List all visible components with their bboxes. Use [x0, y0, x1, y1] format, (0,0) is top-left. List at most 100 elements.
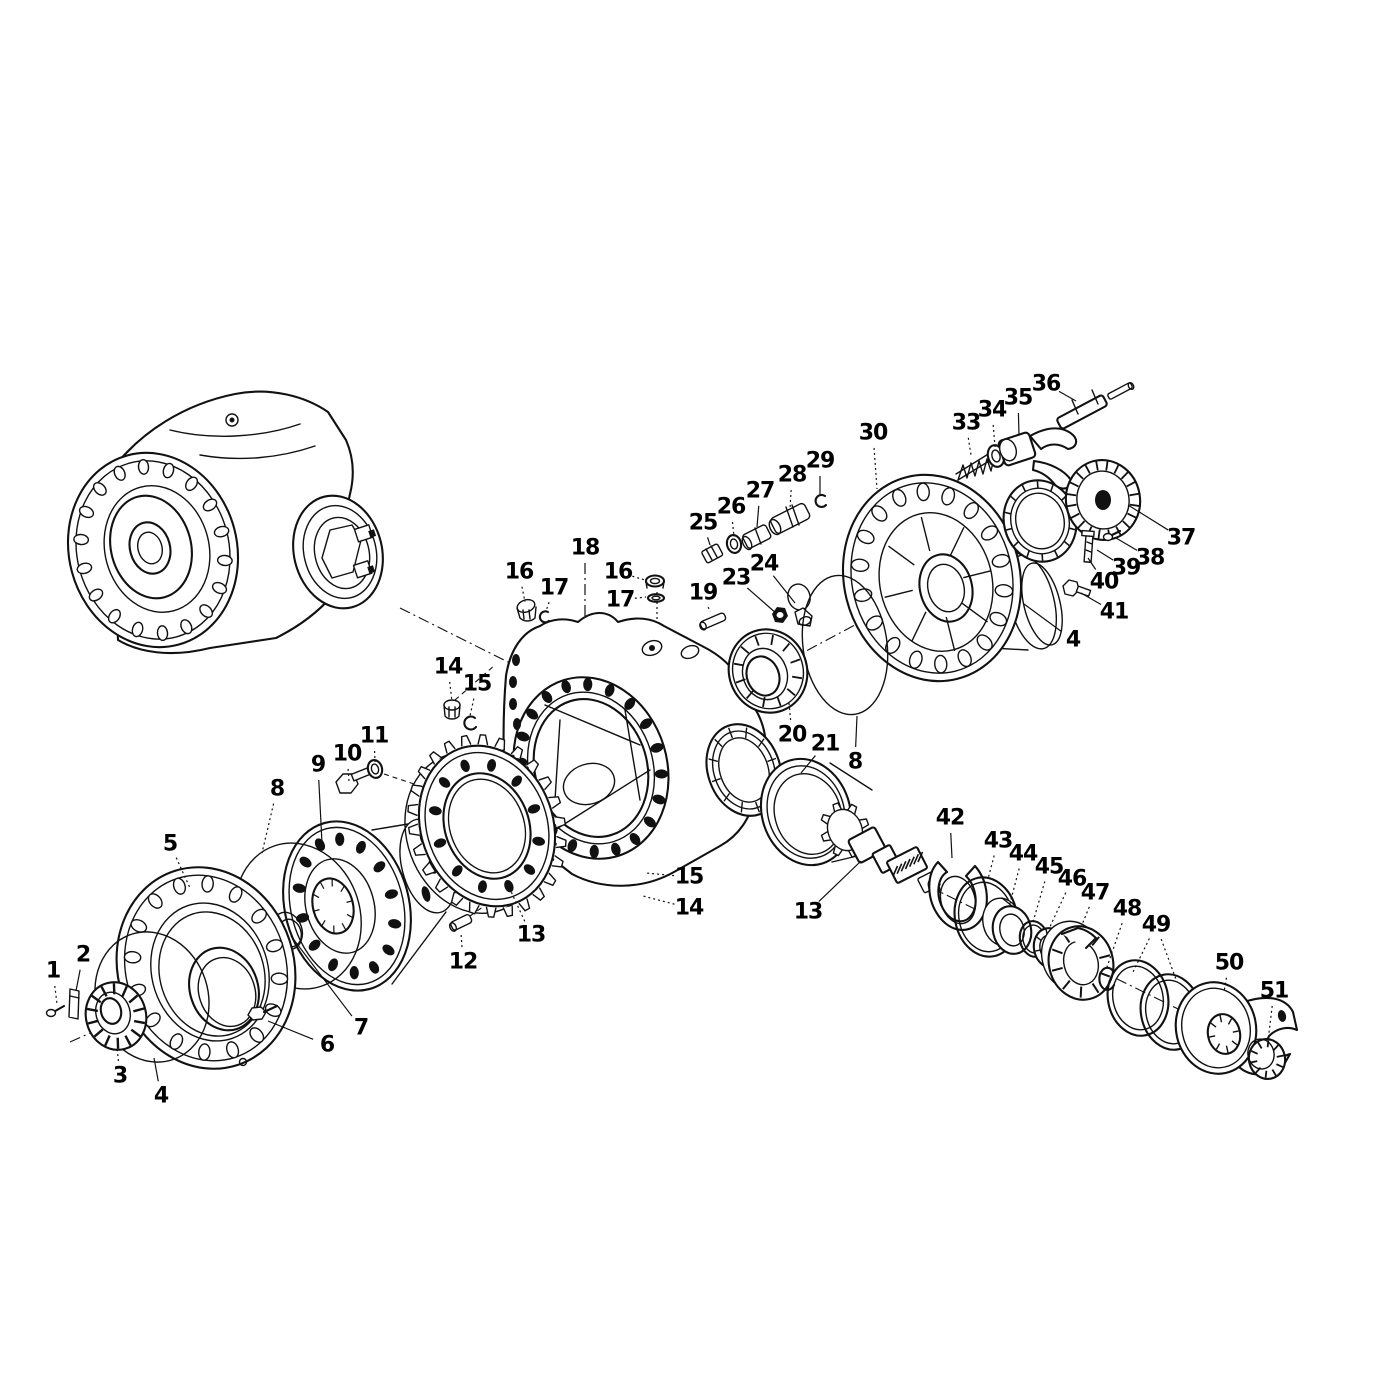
leader-16b: [632, 576, 645, 580]
bearing3-rollers: [87, 983, 145, 1048]
leader-24: [773, 576, 795, 603]
part-26-ring: [725, 534, 742, 555]
callout-46: 46: [1057, 866, 1088, 892]
hub-bolt-holes: [851, 483, 1013, 673]
callout-17: 17: [539, 575, 570, 601]
callout-28: 28: [777, 462, 808, 488]
callout-51: 51: [1259, 978, 1290, 1004]
crown-bolt-holes: [429, 759, 545, 893]
callout-26: 26: [716, 494, 747, 520]
part-24-pivot: [785, 582, 813, 627]
leader-46: [1049, 893, 1066, 929]
part-29-clip: [816, 495, 826, 507]
callout-4b: 4: [1065, 627, 1081, 653]
part-35-shift-fork: [997, 428, 1076, 488]
part-39-40-pin: [1082, 531, 1094, 563]
leader-1: [55, 986, 57, 1004]
callout-14: 14: [433, 654, 464, 680]
callout-18: 18: [570, 535, 601, 561]
callout-8: 8: [269, 776, 285, 802]
part-36-fork-shaft: [1056, 382, 1135, 430]
leader-4: [154, 1058, 158, 1081]
leader-19: [708, 607, 710, 612]
leader-44: [1009, 869, 1019, 907]
leader-17b: [635, 597, 646, 598]
part-6-bolt: [248, 1006, 277, 1020]
leader-40: [1088, 558, 1096, 570]
leader-23: [747, 588, 777, 614]
leader-21: [801, 756, 815, 773]
callout-10: 10: [332, 741, 363, 767]
callout-43: 43: [983, 828, 1014, 854]
callout-7: 7: [353, 1015, 369, 1041]
part-25-detent: [701, 543, 723, 563]
callout-48: 48: [1112, 896, 1143, 922]
leader-37: [1128, 505, 1168, 530]
part-1-screw: [47, 1006, 65, 1017]
callout-8b: 8: [847, 749, 863, 775]
leader-13b: [819, 861, 861, 902]
callout-50: 50: [1214, 950, 1245, 976]
leader-35: [1018, 413, 1019, 435]
callout-29: 29: [805, 448, 836, 474]
callout-24: 24: [749, 551, 780, 577]
leader-49: [1133, 938, 1149, 972]
part-12-pin: [448, 914, 472, 933]
leader-8: [262, 804, 274, 853]
leader-5: [176, 858, 190, 888]
callout-3: 3: [112, 1063, 128, 1089]
leader-15: [470, 699, 474, 716]
carrier-spline-ticks: [313, 879, 353, 934]
callout-13: 13: [516, 922, 547, 948]
leader-8b: [856, 716, 857, 747]
part-17-clip-left: [540, 611, 549, 622]
part-33-spring: [956, 453, 994, 480]
leader-47: [1081, 907, 1089, 927]
callout-19: 19: [688, 580, 719, 606]
callout-4: 4: [153, 1083, 169, 1109]
callout-30: 30: [858, 420, 889, 446]
leader-4b: [1024, 604, 1061, 631]
part-17-ring-top: [648, 594, 664, 602]
leader-17: [546, 602, 549, 611]
leader-43: [988, 856, 994, 879]
part-38-bolt: [1104, 531, 1121, 541]
hub-spokes: [885, 517, 992, 651]
part-8-oring-right: [794, 570, 897, 720]
callout-15b: 15: [674, 864, 705, 890]
leader-39: [1097, 550, 1113, 560]
crown-teeth: [408, 735, 566, 917]
callout-47: 47: [1080, 880, 1111, 906]
leader-14: [450, 682, 452, 702]
part-2-lock-pin: [69, 989, 79, 1019]
part-13-pinion-shaft: [821, 803, 942, 896]
leader-45: [1033, 881, 1045, 922]
callout-33: 33: [951, 410, 982, 436]
callout-35: 35: [1003, 385, 1034, 411]
assembled-axle-unit: [46, 392, 394, 667]
callout-17b: 17: [605, 587, 636, 613]
callout-27: 27: [745, 478, 776, 504]
callout-12: 12: [448, 949, 479, 975]
leader-51: [1268, 1006, 1272, 1041]
callout-14b: 14: [674, 895, 705, 921]
callout-15: 15: [462, 671, 493, 697]
callout-37: 37: [1166, 525, 1197, 551]
callout-41: 41: [1099, 599, 1130, 625]
leader-34: [993, 425, 995, 447]
leader-36: [1059, 391, 1076, 401]
callout-40: 40: [1089, 569, 1120, 595]
assembled-flange-holes: [73, 459, 232, 641]
part-51-cap: [1245, 1036, 1289, 1083]
callout-16b: 16: [603, 559, 634, 585]
leader-9: [319, 780, 322, 843]
part-48-clip: [1099, 968, 1114, 990]
callout-5: 5: [162, 831, 178, 857]
callout-2: 2: [75, 942, 91, 968]
carrier-holes: [292, 832, 402, 980]
leader-38: [1116, 538, 1137, 550]
part-15-clip: [464, 717, 476, 730]
callout-13b: 13: [793, 899, 824, 925]
